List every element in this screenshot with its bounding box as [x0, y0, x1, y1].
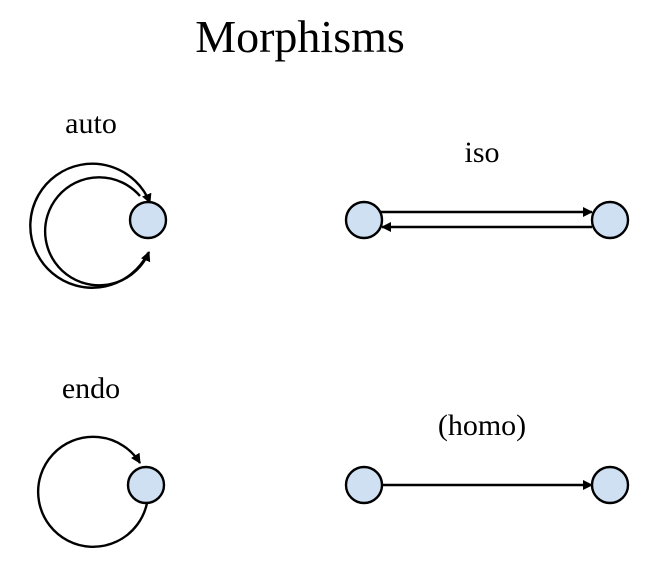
auto-label: auto [65, 107, 117, 140]
iso-label: iso [464, 136, 499, 169]
panel-iso: iso [344, 136, 630, 240]
homo-target-node [590, 465, 630, 505]
panel-endo: endo [37, 372, 166, 548]
homo-label: (homo) [438, 409, 526, 442]
auto-inner-loop-arrow [43, 176, 151, 287]
iso-source-node [344, 200, 384, 240]
homo-source-node [344, 465, 384, 505]
iso-target-node [590, 200, 630, 240]
panel-auto: auto [29, 107, 168, 289]
panel-homo: (homo) [344, 409, 630, 505]
diagram-title: Morphisms [195, 11, 405, 62]
endo-label: endo [62, 372, 120, 405]
auto-node [128, 200, 168, 240]
endo-node [126, 465, 166, 505]
endo-loop-arrow [37, 435, 149, 548]
